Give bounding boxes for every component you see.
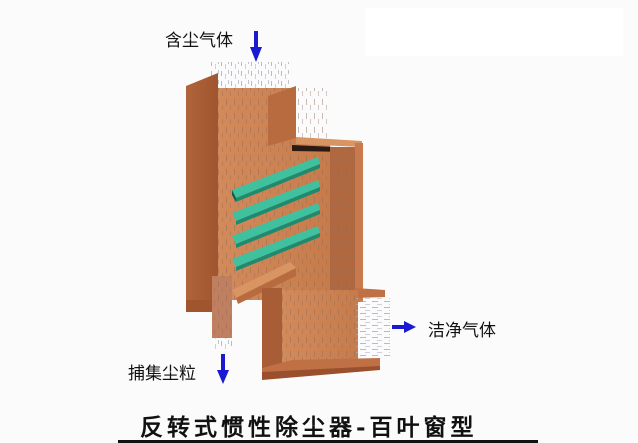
- louver-blade-4: [232, 226, 320, 271]
- outlet-arrow: [392, 321, 416, 333]
- inlet-dust-spray: [210, 62, 290, 92]
- outlet-chamber: [262, 288, 380, 380]
- diagram-title: 反转式惯性除尘器-百叶窗型: [140, 414, 478, 441]
- louver-blades: [232, 157, 320, 271]
- louver-blade-3: [232, 203, 320, 248]
- inlet-label: 含尘气体: [165, 31, 233, 51]
- inlet-arrow: [250, 31, 262, 62]
- outlet-gas-spray: [356, 296, 390, 358]
- title-underline: [118, 440, 538, 443]
- dust-arrow: [217, 354, 229, 384]
- dust-label: 捕集尘粒: [128, 364, 196, 384]
- outlet-label: 洁净气体: [428, 321, 496, 341]
- louver-blade-2: [232, 180, 320, 225]
- dust-hopper: [186, 262, 296, 338]
- blank-panel: [365, 8, 623, 56]
- dust-fall-spray: [214, 338, 232, 350]
- louver-blade-1: [232, 157, 320, 202]
